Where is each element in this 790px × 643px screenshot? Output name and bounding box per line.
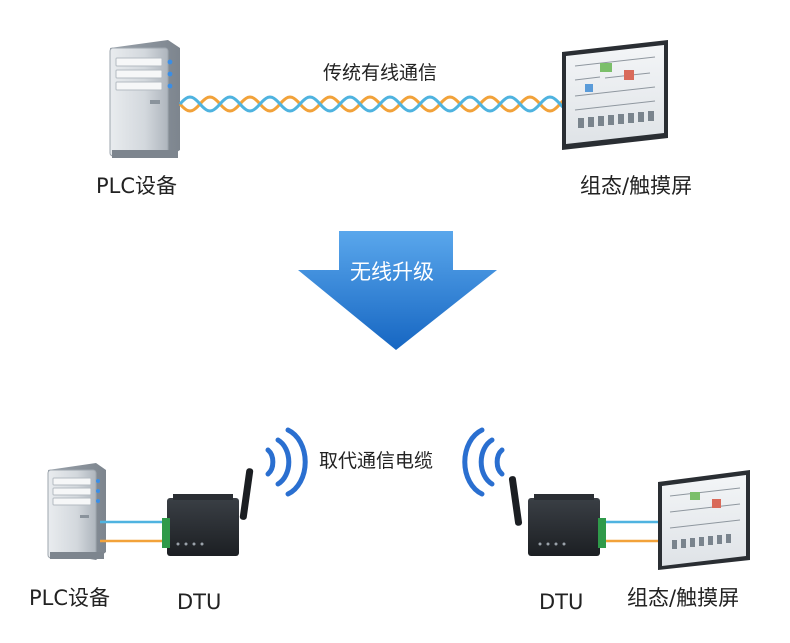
- top-plc-server-icon: [109, 40, 180, 158]
- top-twisted-cable: [178, 95, 566, 113]
- bottom-plc-label: PLC设备: [29, 586, 111, 610]
- bottom-screen-label: 组态/触摸屏: [627, 586, 740, 610]
- bottom-touchscreen-icon: [658, 470, 750, 570]
- top-screen-label: 组态/触摸屏: [580, 174, 693, 198]
- cable-label: 传统有线通信: [323, 62, 438, 84]
- top-touchscreen-icon: [562, 40, 668, 150]
- bottom-left-cables: [100, 520, 162, 543]
- right-dtu-device-icon: [508, 476, 606, 556]
- right-wireless-signal-icon: [462, 427, 505, 497]
- bottom-right-cables: [606, 520, 660, 543]
- bottom-plc-server-icon: [47, 463, 106, 560]
- top-plc-label: PLC设备: [96, 174, 178, 198]
- arrow-label: 无线升级: [350, 260, 434, 284]
- right-dtu-label: DTU: [539, 590, 584, 614]
- left-dtu-device-icon: [162, 468, 254, 556]
- left-dtu-label: DTU: [177, 590, 222, 614]
- wireless-label: 取代通信电缆: [319, 450, 434, 472]
- left-wireless-signal-icon: [265, 427, 308, 497]
- downward-arrow: [298, 231, 497, 350]
